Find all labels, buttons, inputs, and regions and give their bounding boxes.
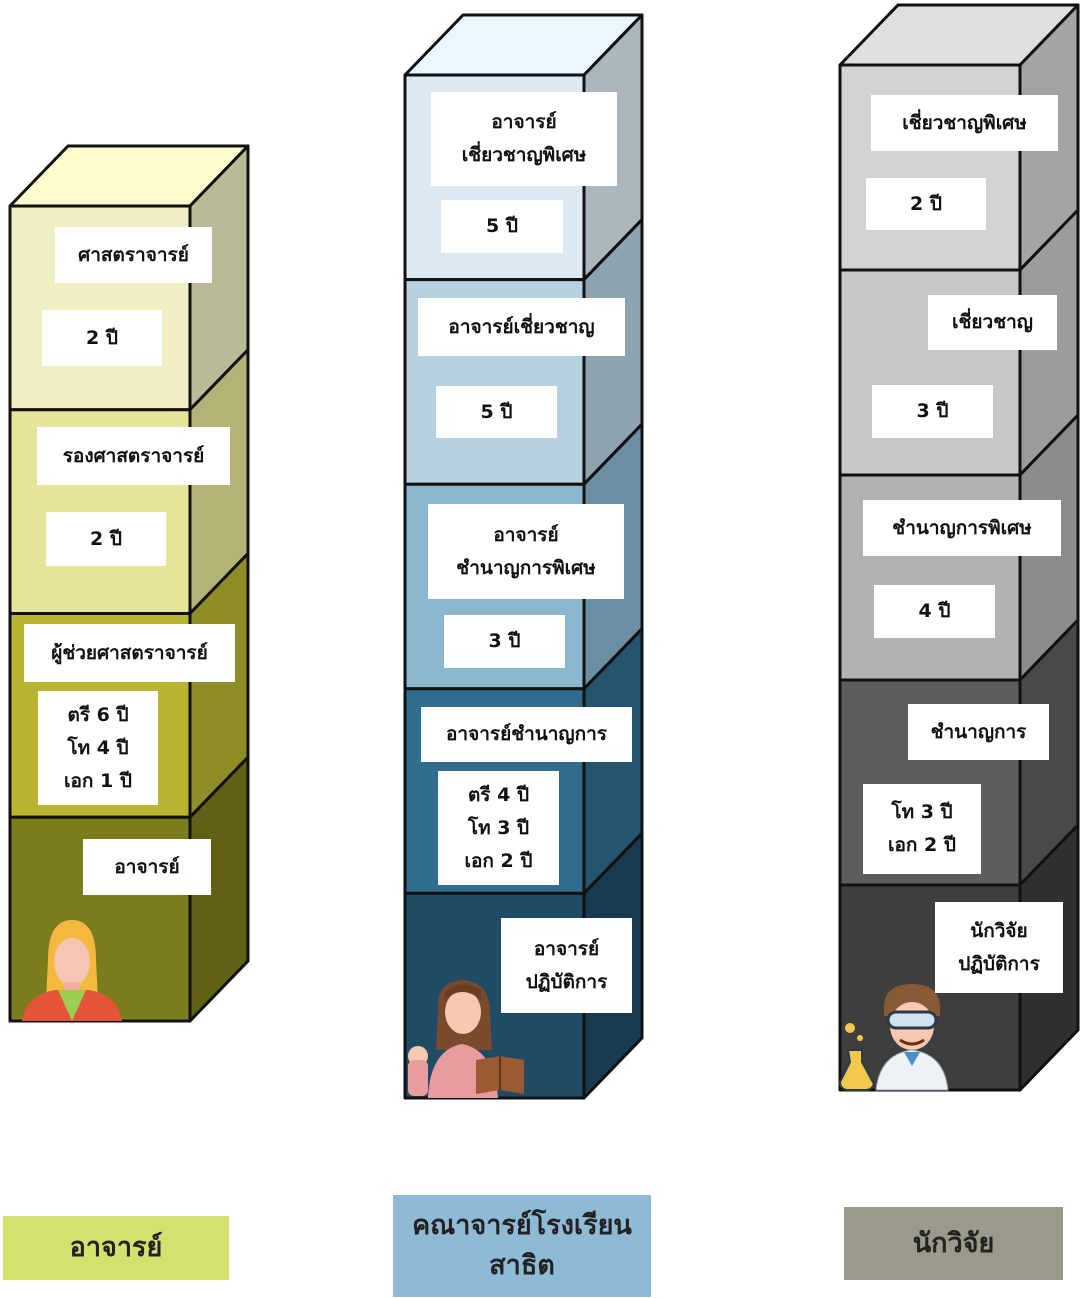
research-level-practitioner-label: นักวิจัย ปฏิบัติการ xyxy=(935,902,1063,993)
research-years-proficient-special-label: 4 ปี xyxy=(874,585,995,638)
demo-level-proficient-label: อาจารย์ชำนาญการ xyxy=(421,707,632,762)
research-level-expert-label: เชี่ยวชาญ xyxy=(928,295,1057,350)
woman-avatar-icon xyxy=(22,920,122,1021)
legend-demo-school: คณาจารย์โรงเรียน สาธิต xyxy=(393,1195,651,1297)
level-professor-label: ศาสตราจารย์ xyxy=(55,227,212,283)
scientist-icon xyxy=(838,984,949,1091)
demo-level-expert-special-label: อาจารย์ เชี่ยวชาญพิเศษ xyxy=(431,92,617,186)
demo-level-practitioner-label: อาจารย์ ปฏิบัติการ xyxy=(501,918,632,1013)
legend-academic: อาจารย์ xyxy=(3,1216,229,1280)
research-years-expert-label: 3 ปี xyxy=(872,385,993,438)
teacher-with-book-icon xyxy=(408,980,524,1098)
years-assistant-label: ตรี 6 ปี โท 4 ปี เอก 1 ปี xyxy=(38,691,158,805)
demo-level-proficient-special-label: อาจารย์ ชำนาญการพิเศษ xyxy=(428,504,624,599)
demo-years-expert-special-label: 5 ปี xyxy=(441,200,563,253)
demo-years-proficient-label: ตรี 4 ปี โท 3 ปี เอก 2 ปี xyxy=(438,771,559,885)
demo-level-expert-label: อาจารย์เชี่ยวชาญ xyxy=(418,298,625,356)
years-professor-label: 2 ปี xyxy=(42,310,162,366)
level-associate-label: รองศาสตราจารย์ xyxy=(37,427,230,485)
level-lecturer-label: อาจารย์ xyxy=(83,839,211,895)
research-level-proficient-special-label: ชำนาญการพิเศษ xyxy=(863,500,1061,556)
research-level-proficient-label: ชำนาญการ xyxy=(908,704,1049,760)
research-years-expert-special-label: 2 ปี xyxy=(866,178,986,230)
research-years-proficient-label: โท 3 ปี เอก 2 ปี xyxy=(863,784,981,874)
demo-years-proficient-special-label: 3 ปี xyxy=(444,615,565,668)
years-associate-label: 2 ปี xyxy=(46,512,166,566)
demo-years-expert-label: 5 ปี xyxy=(436,386,557,438)
research-level-expert-special-label: เชี่ยวชาญพิเศษ xyxy=(871,95,1058,151)
legend-researcher: นักวิจัย xyxy=(844,1207,1063,1280)
level-assistant-label: ผู้ช่วยศาสตราจารย์ xyxy=(24,624,235,682)
